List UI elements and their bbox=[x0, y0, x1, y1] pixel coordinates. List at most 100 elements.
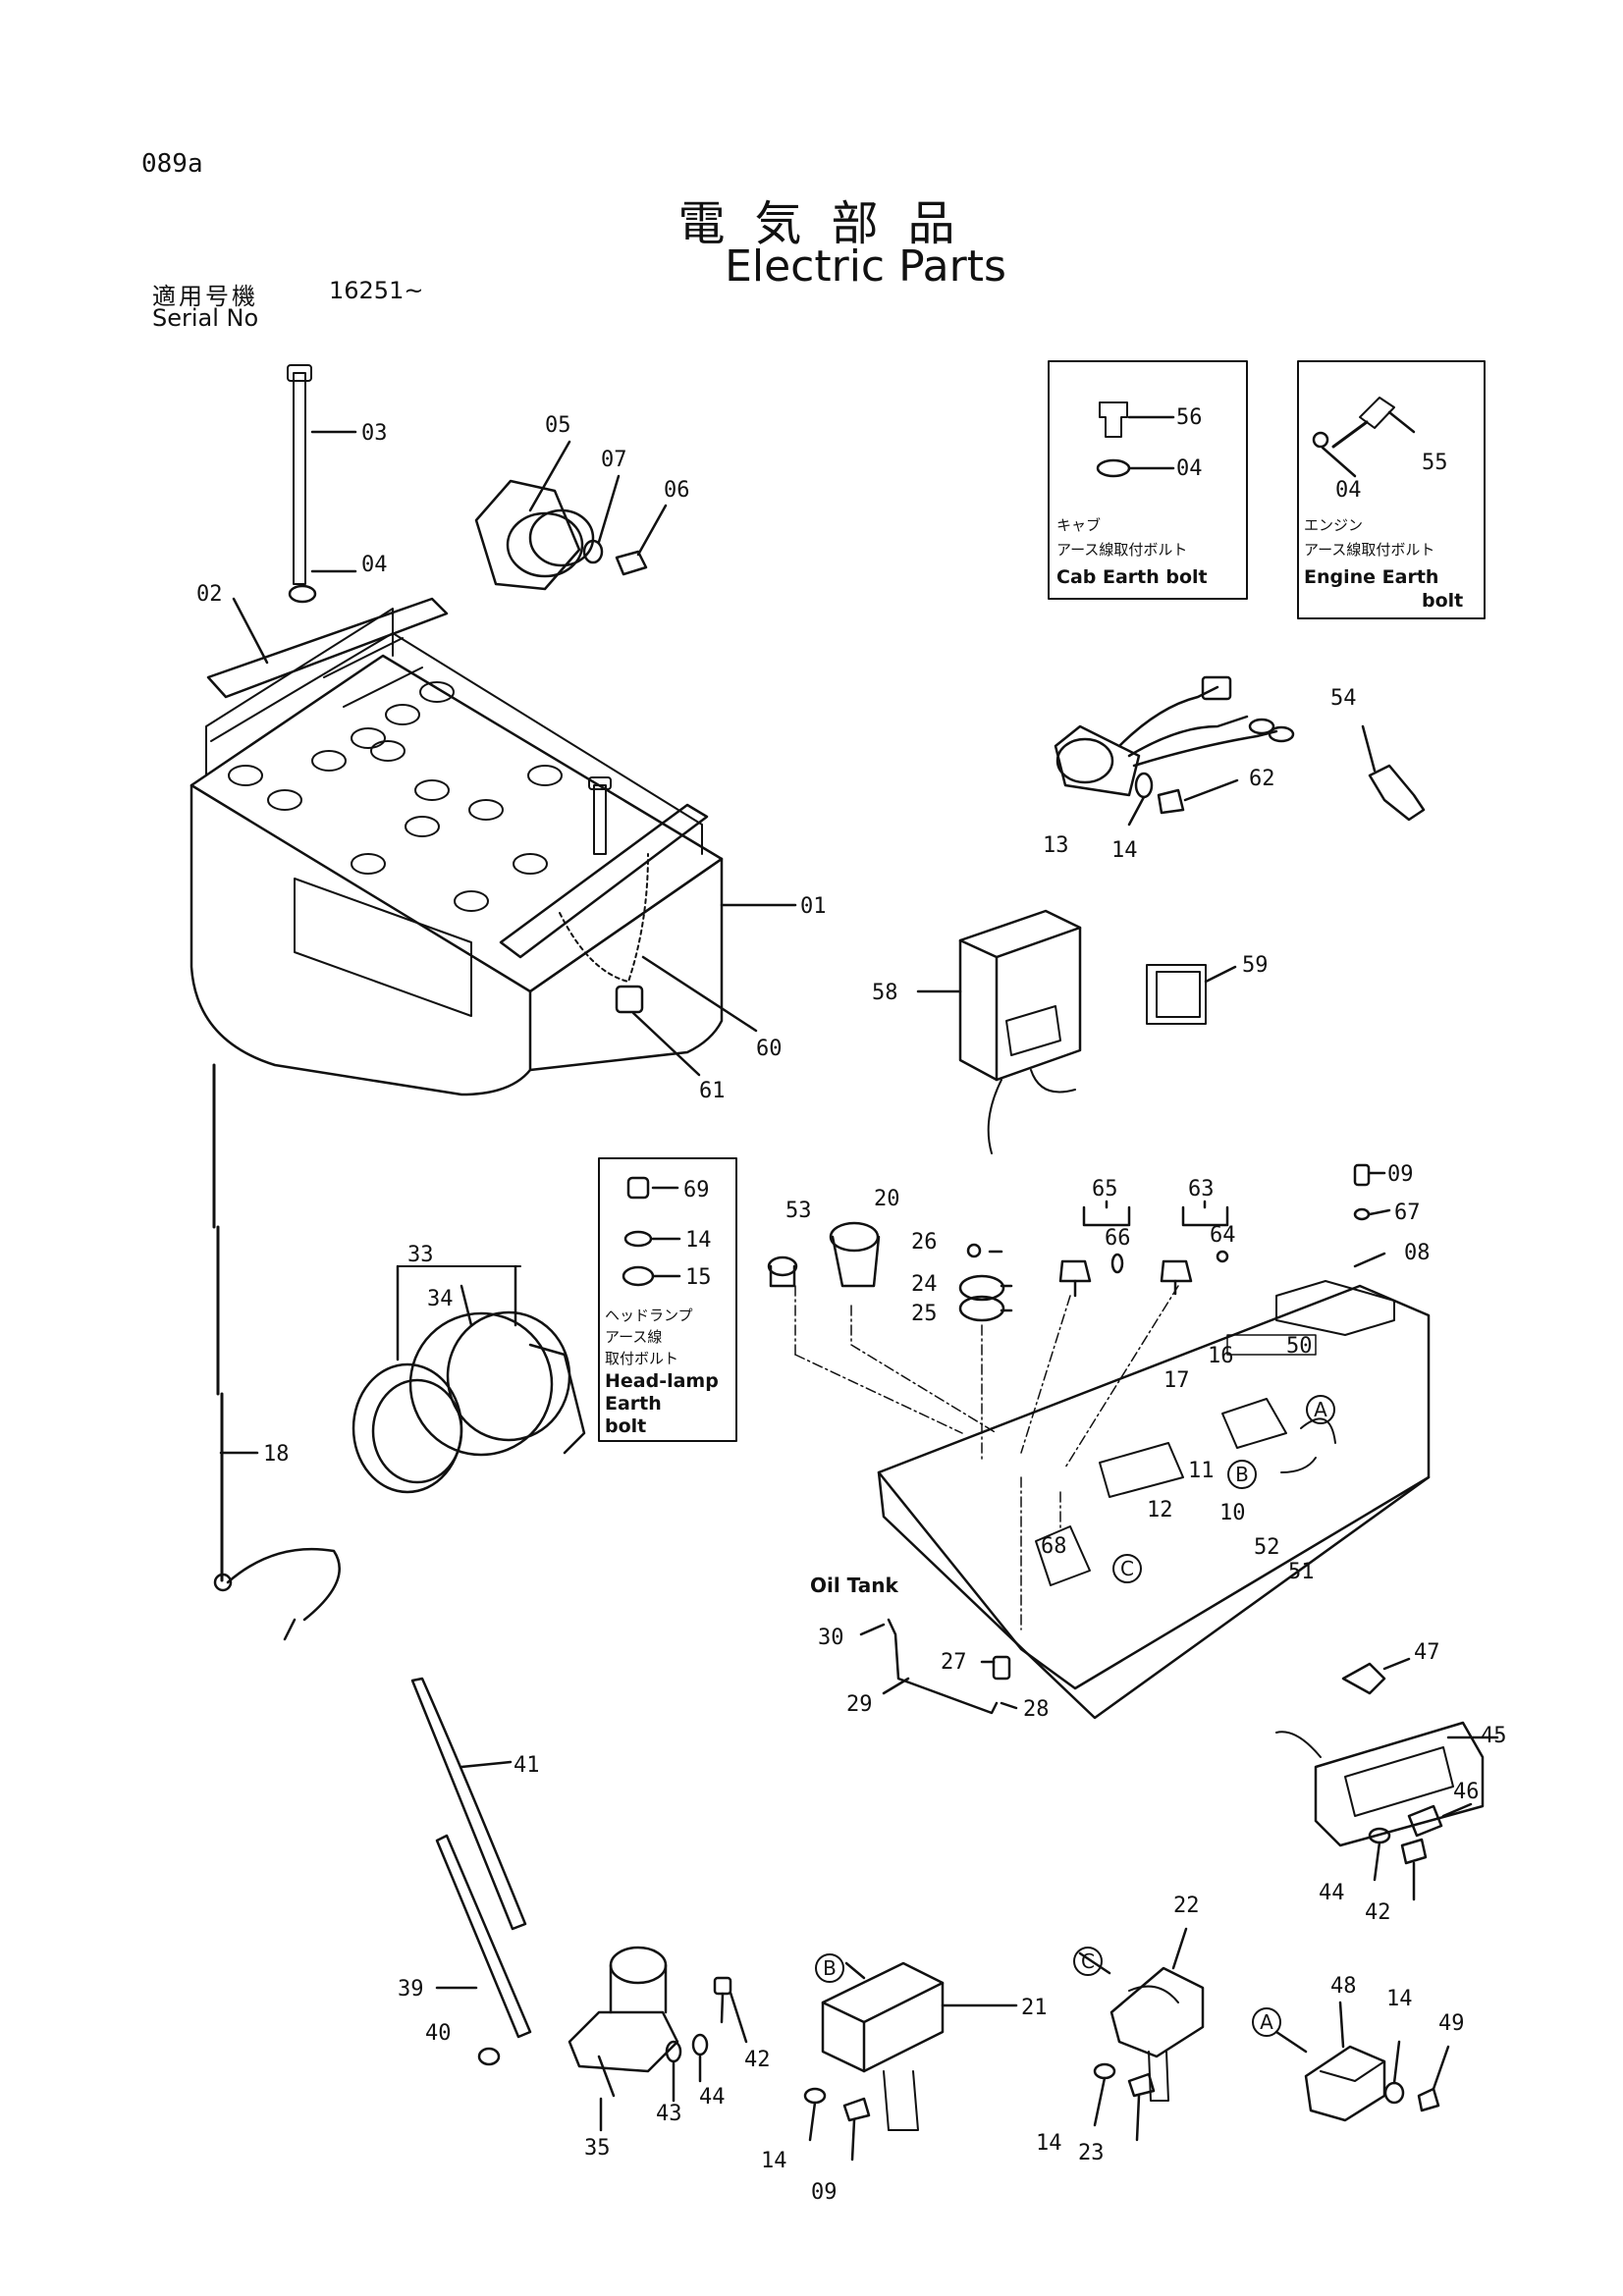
marker-b-relay: B bbox=[823, 1956, 837, 1980]
oil-tank-label: Oil Tank bbox=[810, 1574, 898, 1597]
callout-53: 53 bbox=[785, 1199, 812, 1223]
callout-01: 01 bbox=[800, 894, 827, 919]
callout-09-relay: 09 bbox=[811, 2180, 838, 2205]
serial-label-en: Serial No bbox=[152, 304, 259, 332]
flasher-illustration bbox=[1078, 1927, 1205, 2142]
headlamp-box-en2: Earth bbox=[605, 1393, 662, 1415]
callout-12: 12 bbox=[1147, 1498, 1173, 1522]
callout-14-switch: 14 bbox=[1111, 838, 1138, 863]
callout-41: 41 bbox=[514, 1753, 540, 1778]
callout-07: 07 bbox=[601, 448, 627, 472]
callout-46: 46 bbox=[1453, 1780, 1480, 1804]
serial-range: 16251~ bbox=[329, 277, 424, 304]
callout-34: 34 bbox=[427, 1287, 454, 1311]
callout-66: 66 bbox=[1105, 1226, 1131, 1251]
callout-06: 06 bbox=[664, 478, 690, 503]
callout-67: 67 bbox=[1394, 1201, 1421, 1225]
callout-50: 50 bbox=[1286, 1334, 1313, 1359]
callout-30: 30 bbox=[818, 1626, 844, 1650]
callout-44-lamp: 44 bbox=[1319, 1881, 1345, 1905]
callout-09-tank: 09 bbox=[1387, 1162, 1414, 1187]
sensor-illustration bbox=[1361, 724, 1426, 822]
callout-65: 65 bbox=[1092, 1177, 1118, 1201]
marker-c-flasher: C bbox=[1081, 1949, 1095, 1973]
callout-28: 28 bbox=[1023, 1697, 1050, 1722]
switch-parts-row bbox=[767, 1163, 1391, 1322]
callout-16: 16 bbox=[1208, 1344, 1234, 1368]
callout-25: 25 bbox=[911, 1302, 938, 1326]
callout-48: 48 bbox=[1330, 1974, 1357, 1999]
engine-box-jp1: エンジン bbox=[1304, 516, 1363, 534]
relay-illustration bbox=[474, 440, 668, 591]
callout-47: 47 bbox=[1414, 1640, 1440, 1665]
callout-29: 29 bbox=[846, 1692, 873, 1717]
callout-04-cab: 04 bbox=[1176, 456, 1203, 481]
callout-39: 39 bbox=[398, 1977, 424, 2002]
marker-circles bbox=[815, 1395, 1335, 2037]
callout-68: 68 bbox=[1041, 1534, 1067, 1559]
cab-box-jp1: キャブ bbox=[1056, 516, 1101, 534]
callout-08: 08 bbox=[1404, 1241, 1431, 1265]
oil-pipe-illustration bbox=[859, 1618, 1018, 1715]
callout-64: 64 bbox=[1210, 1223, 1236, 1248]
page-title-jp: 電気部品 bbox=[677, 196, 985, 251]
callout-20: 20 bbox=[874, 1187, 900, 1211]
serial-label-jp: 適用号機 bbox=[152, 283, 258, 310]
callout-42-wiper: 42 bbox=[744, 2048, 771, 2072]
callout-40: 40 bbox=[425, 2021, 452, 2046]
headlamp-earth-bolt-box bbox=[598, 1157, 737, 1442]
callout-51: 51 bbox=[1288, 1560, 1315, 1584]
marker-a-tank: A bbox=[1314, 1398, 1327, 1421]
headlamp-box-jp1: ヘッドランプ bbox=[605, 1307, 693, 1324]
callout-42-lamp: 42 bbox=[1365, 1900, 1391, 1925]
callout-58: 58 bbox=[872, 981, 898, 1005]
callout-14-headlamp: 14 bbox=[685, 1228, 712, 1253]
callout-04-engine: 04 bbox=[1335, 478, 1362, 503]
callout-26: 26 bbox=[911, 1230, 938, 1255]
callout-59: 59 bbox=[1242, 953, 1269, 978]
callout-22: 22 bbox=[1173, 1894, 1200, 1918]
callout-18: 18 bbox=[263, 1442, 290, 1467]
headlamp-box-en1: Head-lamp bbox=[605, 1370, 719, 1392]
engine-earth-bolt-box bbox=[1297, 360, 1486, 619]
callout-21: 21 bbox=[1021, 1996, 1048, 2020]
callout-23: 23 bbox=[1078, 2141, 1105, 2165]
callout-69: 69 bbox=[683, 1178, 710, 1202]
callout-60: 60 bbox=[756, 1037, 783, 1061]
engine-box-en1: Engine Earth bbox=[1304, 566, 1438, 588]
callout-02: 02 bbox=[196, 582, 223, 607]
lamp-illustration bbox=[1275, 1657, 1499, 1901]
page-title-en: Electric Parts bbox=[725, 241, 1006, 292]
headlamp-box-en3: bolt bbox=[605, 1415, 646, 1437]
callout-52: 52 bbox=[1254, 1535, 1280, 1560]
control-unit-illustration bbox=[916, 909, 1237, 1154]
marker-b-tank: B bbox=[1235, 1463, 1249, 1486]
cab-box-en: Cab Earth bolt bbox=[1056, 566, 1208, 588]
marker-c-tank: C bbox=[1120, 1557, 1134, 1580]
cab-earth-bolt-box bbox=[1048, 360, 1248, 600]
callout-49: 49 bbox=[1438, 2011, 1465, 2036]
callout-14-flasher: 14 bbox=[1036, 2131, 1062, 2156]
relay-48-illustration bbox=[1274, 2001, 1450, 2122]
callout-63: 63 bbox=[1188, 1177, 1215, 1201]
callout-10: 10 bbox=[1219, 1501, 1246, 1525]
marker-a-relay: A bbox=[1260, 2010, 1273, 2034]
callout-11: 11 bbox=[1188, 1459, 1215, 1483]
callout-33: 33 bbox=[407, 1243, 434, 1267]
callout-56: 56 bbox=[1176, 405, 1203, 430]
callout-15: 15 bbox=[685, 1265, 712, 1290]
callout-62: 62 bbox=[1249, 767, 1275, 791]
headlamp-box-jp2: アース線 bbox=[605, 1328, 662, 1346]
headlamp-box-jp3: 取付ボルト bbox=[605, 1350, 678, 1367]
headlamp-illustration bbox=[352, 1264, 586, 1494]
callout-03: 03 bbox=[361, 421, 388, 446]
callout-54: 54 bbox=[1330, 686, 1357, 711]
callout-17: 17 bbox=[1163, 1368, 1190, 1393]
callout-14-relay: 14 bbox=[761, 2149, 787, 2173]
callout-27: 27 bbox=[941, 1650, 967, 1675]
page-code: 089a bbox=[141, 149, 203, 179]
battery-illustration bbox=[189, 364, 797, 1096]
relay-21-illustration bbox=[803, 1961, 1018, 2162]
callout-24: 24 bbox=[911, 1272, 938, 1297]
